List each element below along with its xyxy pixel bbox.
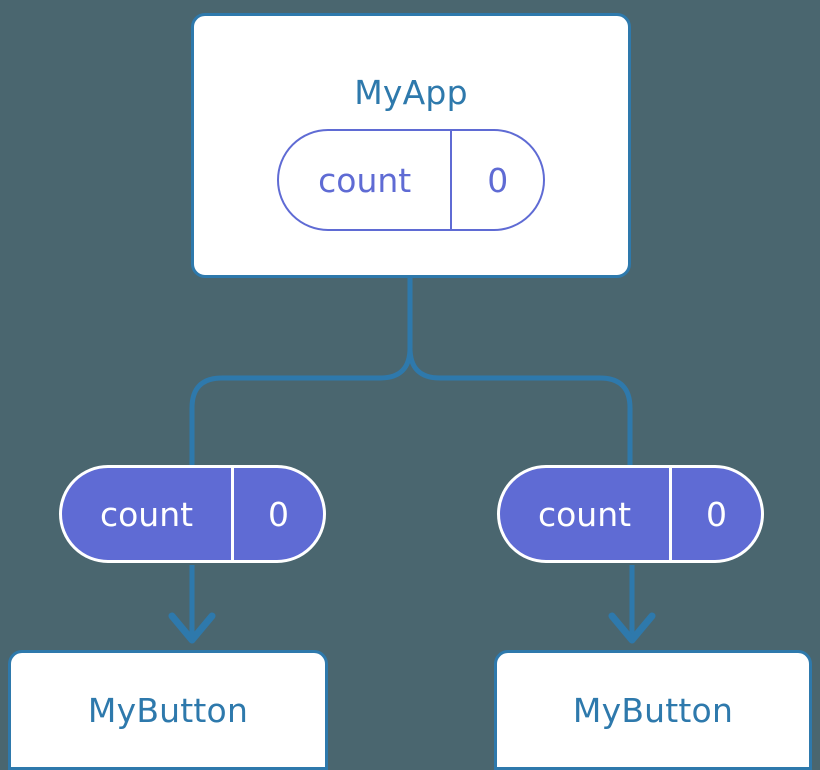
- state-pill-myapp[interactable]: count 0: [277, 129, 545, 231]
- state-pill-key: count: [500, 468, 673, 560]
- arrow-right-down: [608, 565, 656, 644]
- component-box-myapp[interactable]: MyApp: [191, 13, 631, 278]
- state-pill-value: 0: [487, 160, 509, 200]
- component-box-mybutton-left[interactable]: MyButton: [8, 650, 328, 770]
- component-title-mybutton: MyButton: [572, 691, 734, 730]
- state-pill-key: count: [62, 468, 235, 560]
- component-title-mybutton: MyButton: [87, 691, 249, 730]
- state-pill-right[interactable]: count 0: [497, 465, 764, 563]
- state-pill-value: 0: [706, 494, 728, 534]
- component-title-myapp: MyApp: [354, 73, 468, 112]
- connector-right-branch: [407, 278, 633, 467]
- component-box-mybutton-right[interactable]: MyButton: [494, 650, 812, 770]
- arrow-left-down: [168, 565, 216, 644]
- state-pill-key: count: [279, 131, 453, 229]
- state-pill-value: 0: [268, 494, 290, 534]
- connector-left-branch: [189, 278, 413, 467]
- state-pill-left[interactable]: count 0: [59, 465, 326, 563]
